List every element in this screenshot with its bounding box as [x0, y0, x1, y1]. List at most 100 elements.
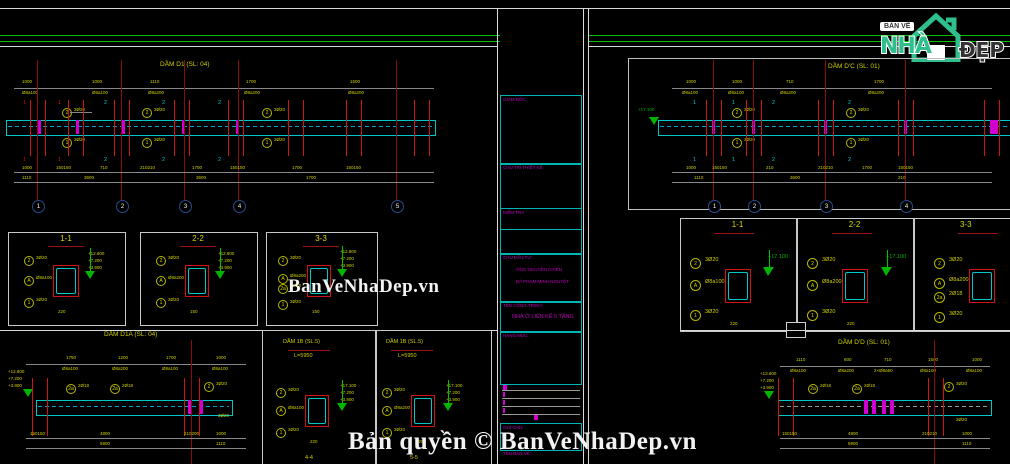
level-marker-icon-r2 [881, 267, 892, 276]
titleblock-row-6[interactable] [500, 331, 582, 385]
d1-bar-tag-top-3: 3Ø20 [274, 107, 286, 112]
dc-dimline-2 [672, 182, 992, 183]
grid-bubble-2[interactable]: 2 [116, 200, 129, 213]
dd-bubble-1: 2a [808, 384, 818, 394]
dd-top-rule [680, 330, 1010, 331]
grid-bubble-1[interactable]: 1 [32, 200, 45, 213]
d1-spacing-3: 1700 [246, 79, 257, 84]
titleblock-label-7: GHI CHÚ: [503, 425, 524, 430]
right-section-rule-1-1 [714, 233, 754, 234]
section-2-2-bubble-top: 2 [156, 256, 166, 266]
d1a-spacing-0: 1750 [66, 355, 77, 360]
titleblock-row-2[interactable] [500, 208, 582, 255]
right-section-3-3-bubble-bot: 1 [934, 312, 945, 323]
drawing-title-dc: DẦM D'C (SL: 01) [828, 63, 880, 70]
d1-dim1-3: 210210 [140, 165, 156, 170]
d1a-dimline-2 [26, 448, 246, 449]
panel-top-rule [0, 46, 497, 47]
section-4-4-beam [308, 398, 326, 424]
guide-line-green-top [0, 35, 500, 36]
section-3-3-stirrup: Ø8a200 [290, 273, 307, 278]
section-5-5-beam [414, 398, 432, 424]
d1-dim2-1: 3600 [84, 175, 95, 180]
level-marker-icon-r1 [763, 267, 774, 276]
length-1b-left: L=5950 [294, 353, 313, 359]
d1-sect-mark-i: 2 [162, 157, 166, 163]
guide-line-green-topright [588, 35, 1010, 36]
d1-sect-mark-d: 2 [162, 100, 166, 106]
dc-bar-tag-2: 3Ø20 [744, 137, 756, 142]
section-1-1-outline [53, 265, 79, 297]
dc-gridline-4 [905, 60, 906, 200]
titleblock-rule-c [502, 406, 580, 407]
right-section-2-2-bubble-bot: 1 [807, 310, 818, 321]
right-section-1-1-bottom-bar: 3Ø20 [705, 309, 719, 315]
d1-bar-bubble-bot-3: 1 [262, 138, 272, 148]
level-marker-icon-d1a [23, 389, 33, 397]
d1a-bar-tag-1: 2Ø18 [122, 383, 134, 388]
d1a-spacing-2: 1700 [166, 355, 177, 360]
dc-stirrup-mark-5 [990, 120, 998, 134]
section-title-2-2: 2-2 [192, 234, 204, 243]
section-2-2-outline [185, 265, 209, 297]
right-section-3-3-extra-bar: 2Ø18 [949, 291, 963, 297]
guide-line-green-topright2 [588, 41, 1010, 42]
dc-spacing-0: 1000 [686, 79, 697, 84]
dc-dim1-4: 1700 [862, 165, 873, 170]
dc-grid-bubble-2[interactable]: 2 [748, 200, 761, 213]
titleblock-row-1[interactable] [500, 163, 582, 230]
dc-sect-mark-h: 2 [848, 157, 852, 163]
section-3-3-level-2: +3.900 [340, 263, 354, 268]
titleblock-row-5[interactable] [500, 301, 582, 333]
d1-sect-mark-g: 1 [58, 157, 62, 163]
right-section-title-1-1: 1-1 [731, 220, 744, 229]
d1-stirrup-1: Ø8a100 [92, 90, 109, 95]
dc-grid-bubble-4[interactable]: 4 [900, 200, 913, 213]
titleblock-value-3: ÔNG NGUYỄN CHIẾN [516, 267, 563, 272]
panel-rule-mid [0, 330, 497, 331]
d1a-beam-centerline [38, 406, 229, 407]
section-2-2-top-bar: 3Ø20 [168, 255, 180, 260]
section-2-2-level-2: +3.900 [218, 265, 232, 270]
dd-stirrup-3: Ø8a100 [920, 368, 937, 373]
dc-grid-bubble-3[interactable]: 3 [820, 200, 833, 213]
d1-stirrup-mark-1 [38, 120, 41, 134]
section-1-1-top-bar: 3Ø20 [36, 255, 48, 260]
right-section-1-1-width: 220 [730, 321, 738, 326]
section-5-5-bubble-mid: A [382, 406, 392, 416]
d1a-dim1-1: 4800 [100, 431, 111, 436]
d1-bar-bubble-top-1: 2 [62, 108, 72, 118]
titleblock-row-0[interactable] [500, 95, 582, 165]
titleblock-right-edge [583, 8, 584, 464]
d1a-spacing-1: 1200 [118, 355, 129, 360]
section-1-1-bottom-bar: 3Ø20 [36, 297, 48, 302]
d1-column-7 [346, 100, 362, 156]
d1-sect-mark-a: 1 [23, 100, 27, 106]
section-2-2-level-1: +7.200 [218, 258, 232, 263]
dd-dim2-0: 5900 [848, 441, 859, 446]
section-4-4-level-2: +3.900 [340, 397, 354, 402]
d1-spacing-2: 1110 [150, 79, 160, 84]
dc-column-2 [746, 100, 762, 156]
d1-gridline-2 [121, 60, 122, 200]
right-grid-bubble-1[interactable]: 1 [708, 200, 721, 213]
right-section-2-2-level-line [887, 250, 888, 270]
dc-sect-mark-a: 1 [693, 100, 697, 106]
dd-column-right [928, 378, 944, 436]
dd-stirrup-1: Ø8a200 [838, 368, 855, 373]
section-1-1-level-1: +7.200 [88, 258, 102, 263]
d1-dim1-2: 710 [100, 165, 108, 170]
site-logo[interactable]: BẢN VẼ NHÀ ĐẸP [876, 12, 1005, 63]
grid-bubble-5[interactable]: 5 [391, 200, 404, 213]
grid-bubble-3[interactable]: 3 [179, 200, 192, 213]
d1-spacing-1: 1000 [92, 79, 103, 84]
section-3-3-top-bar: 3Ø20 [290, 255, 302, 260]
dd-stirrup-mark-2 [872, 400, 876, 414]
grid-bubble-4[interactable]: 4 [233, 200, 246, 213]
section-4-4-width: 220 [310, 439, 318, 444]
d1-bar-tag-bot-2: 3Ø20 [154, 137, 166, 142]
titleblock-row-7[interactable] [500, 423, 582, 451]
titleblock-row-3[interactable] [500, 253, 582, 303]
titleblock-value-4: BÀ PHẠM MINH NGUYỆT [516, 279, 570, 284]
